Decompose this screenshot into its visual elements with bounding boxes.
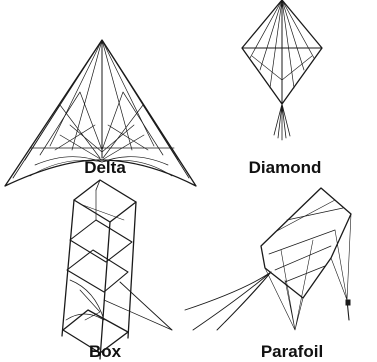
diamond-kite-drawing — [230, 0, 377, 180]
diamond-label: Diamond — [230, 158, 340, 178]
diamond-kite-panel: Diamond — [230, 0, 377, 180]
parafoil-label: Parafoil — [237, 342, 347, 362]
parafoil-kite-panel: Parafoil — [185, 180, 377, 359]
delta-kite-panel: Delta — [0, 0, 200, 180]
box-kite-drawing — [0, 180, 200, 359]
delta-kite-drawing — [0, 0, 200, 180]
delta-label: Delta — [60, 158, 150, 178]
box-label: Box — [75, 342, 135, 362]
box-kite-panel: Box — [0, 180, 200, 359]
parafoil-kite-drawing — [185, 180, 377, 359]
